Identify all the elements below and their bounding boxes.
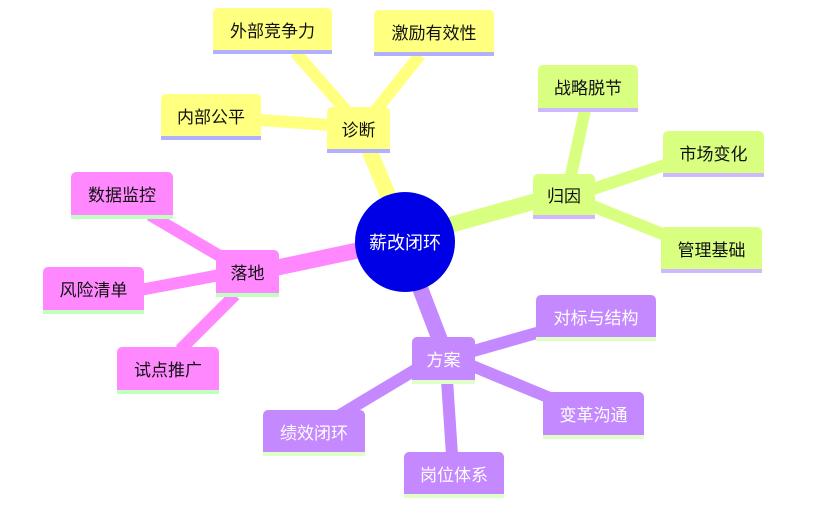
node-market-change[interactable]: 市场变化: [663, 131, 764, 177]
node-diagnose[interactable]: 诊断: [327, 107, 390, 153]
edge-plan-benchmark: [468, 326, 542, 358]
edge-attribution-management: [587, 199, 668, 241]
node-performance-loop[interactable]: 绩效闭环: [263, 410, 365, 456]
edge-center-plan: [412, 285, 448, 343]
edge-attribution-market: [588, 159, 667, 196]
edge-attribution-strategy: [564, 108, 591, 182]
edge-diagnose-internal: [259, 114, 331, 131]
node-change-communication[interactable]: 变革沟通: [543, 392, 644, 439]
node-external-competitiveness[interactable]: 外部竞争力: [213, 8, 332, 54]
edge-center-attribution: [447, 192, 543, 233]
edge-landing-pilot: [175, 290, 240, 355]
edge-plan-change: [467, 359, 553, 404]
edge-diagnose-external: [290, 48, 355, 119]
edge-landing-risk: [138, 269, 222, 296]
node-position-system[interactable]: 岗位体系: [404, 452, 504, 498]
node-attribution[interactable]: 归因: [533, 174, 595, 219]
node-risk-list[interactable]: 风险清单: [43, 267, 144, 314]
node-benchmark-structure[interactable]: 对标与结构: [536, 295, 656, 341]
node-management-foundation[interactable]: 管理基础: [661, 227, 762, 273]
node-plan[interactable]: 方案: [412, 337, 475, 384]
node-incentive-effectiveness[interactable]: 激励有效性: [374, 10, 494, 56]
node-landing[interactable]: 落地: [216, 250, 279, 297]
center-node[interactable]: 薪改闭环: [355, 192, 455, 292]
node-internal-equity[interactable]: 内部公平: [161, 94, 261, 140]
node-data-monitoring[interactable]: 数据监控: [71, 172, 173, 219]
edge-center-landing: [273, 242, 362, 276]
node-pilot-rollout[interactable]: 试点推广: [117, 347, 219, 394]
edge-diagnose-incentive: [367, 51, 425, 119]
node-strategy-gap[interactable]: 战略脱节: [538, 65, 638, 112]
edge-plan-position: [441, 379, 458, 456]
edge-plan-performance: [336, 364, 419, 421]
